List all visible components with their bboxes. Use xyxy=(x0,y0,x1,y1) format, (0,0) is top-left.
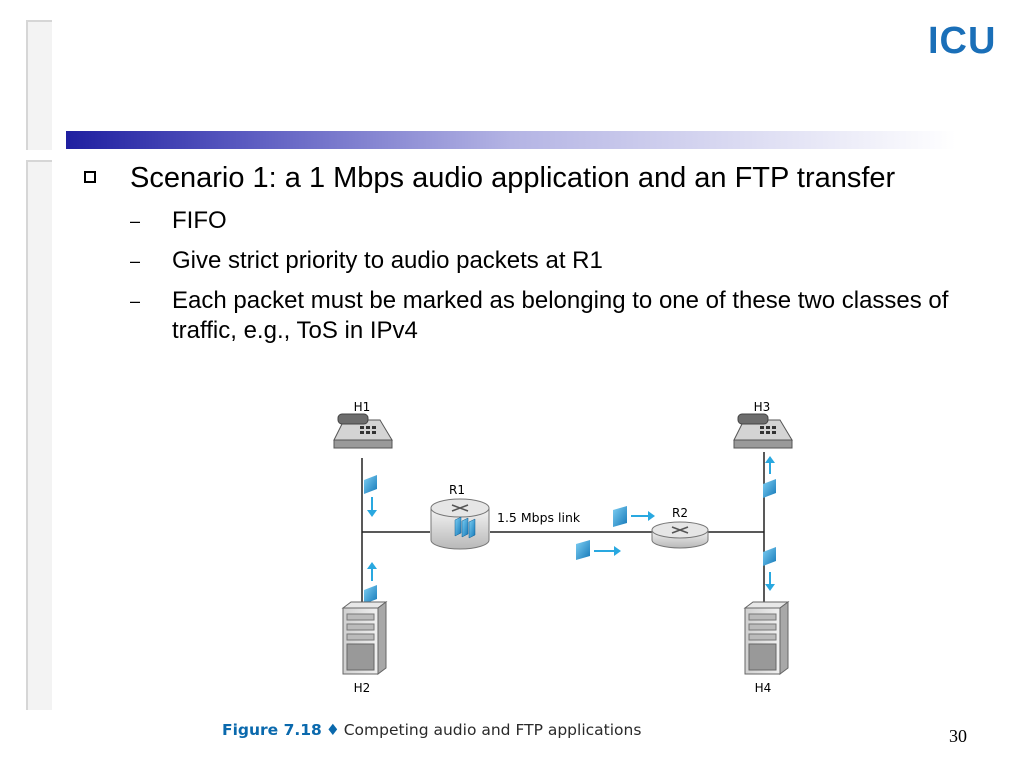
title-gradient-rule xyxy=(66,131,956,149)
dash-marker: – xyxy=(130,251,141,271)
node-label-h3: H3 xyxy=(754,400,771,414)
figure-number: Figure 7.18 xyxy=(222,721,322,739)
arrow-up-icon xyxy=(367,562,377,581)
server-icon xyxy=(341,601,388,675)
bullet-item: Scenario 1: a 1 Mbps audio application a… xyxy=(84,160,984,196)
sub-bullet-text: Give strict priority to audio packets at… xyxy=(172,247,603,274)
bullet-text: Scenario 1: a 1 Mbps audio application a… xyxy=(130,162,896,194)
link-lines xyxy=(361,452,765,602)
node-label-h1: H1 xyxy=(354,400,371,414)
left-decor-bar-bottom xyxy=(26,160,52,710)
sub-bullet-item: – FIFO xyxy=(84,206,984,236)
router-icon xyxy=(651,521,709,549)
router-icon xyxy=(430,498,490,550)
packet-icon xyxy=(364,585,377,604)
page-number: 30 xyxy=(949,726,967,746)
arrow-down-icon xyxy=(367,497,377,517)
left-decor-bar-top xyxy=(26,20,52,150)
arrow-up-icon xyxy=(765,456,775,474)
node-label-r1: R1 xyxy=(449,483,465,497)
node-label-r2: R2 xyxy=(672,506,688,520)
bullet-list: Scenario 1: a 1 Mbps audio application a… xyxy=(84,160,984,346)
dash-marker: – xyxy=(130,211,141,231)
arrow-right-icon xyxy=(631,511,655,521)
link-label: 1.5 Mbps link xyxy=(497,510,581,525)
sub-bullet-item: – Each packet must be marked as belongin… xyxy=(84,286,984,346)
phone-icon xyxy=(733,413,793,449)
arrow-down-icon xyxy=(765,572,775,591)
sub-bullet-text: Each packet must be marked as belonging … xyxy=(172,287,949,344)
icu-logo: ICU xyxy=(928,20,997,62)
dash-marker: – xyxy=(130,291,141,311)
server-icon xyxy=(743,601,790,675)
caption-text: Competing audio and FTP applications xyxy=(343,721,642,739)
node-label-h4: H4 xyxy=(755,681,772,695)
diamond-icon: ♦ xyxy=(325,721,340,739)
packet-icon xyxy=(364,475,377,494)
packet-icon xyxy=(763,479,776,498)
node-label-h2: H2 xyxy=(354,681,371,695)
network-diagram: H1 H3 R1 R2 1.5 Mbps link xyxy=(333,400,793,695)
packet-icon xyxy=(763,547,776,566)
packet-icon xyxy=(576,540,590,560)
square-bullet-icon xyxy=(84,171,96,183)
phone-icon xyxy=(333,413,393,449)
arrow-right-icon xyxy=(594,546,621,556)
figure-caption: Figure 7.18♦Competing audio and FTP appl… xyxy=(222,721,641,739)
sub-bullet-text: FIFO xyxy=(172,207,227,234)
sub-bullet-item: – Give strict priority to audio packets … xyxy=(84,246,984,276)
packet-icon xyxy=(613,506,627,527)
